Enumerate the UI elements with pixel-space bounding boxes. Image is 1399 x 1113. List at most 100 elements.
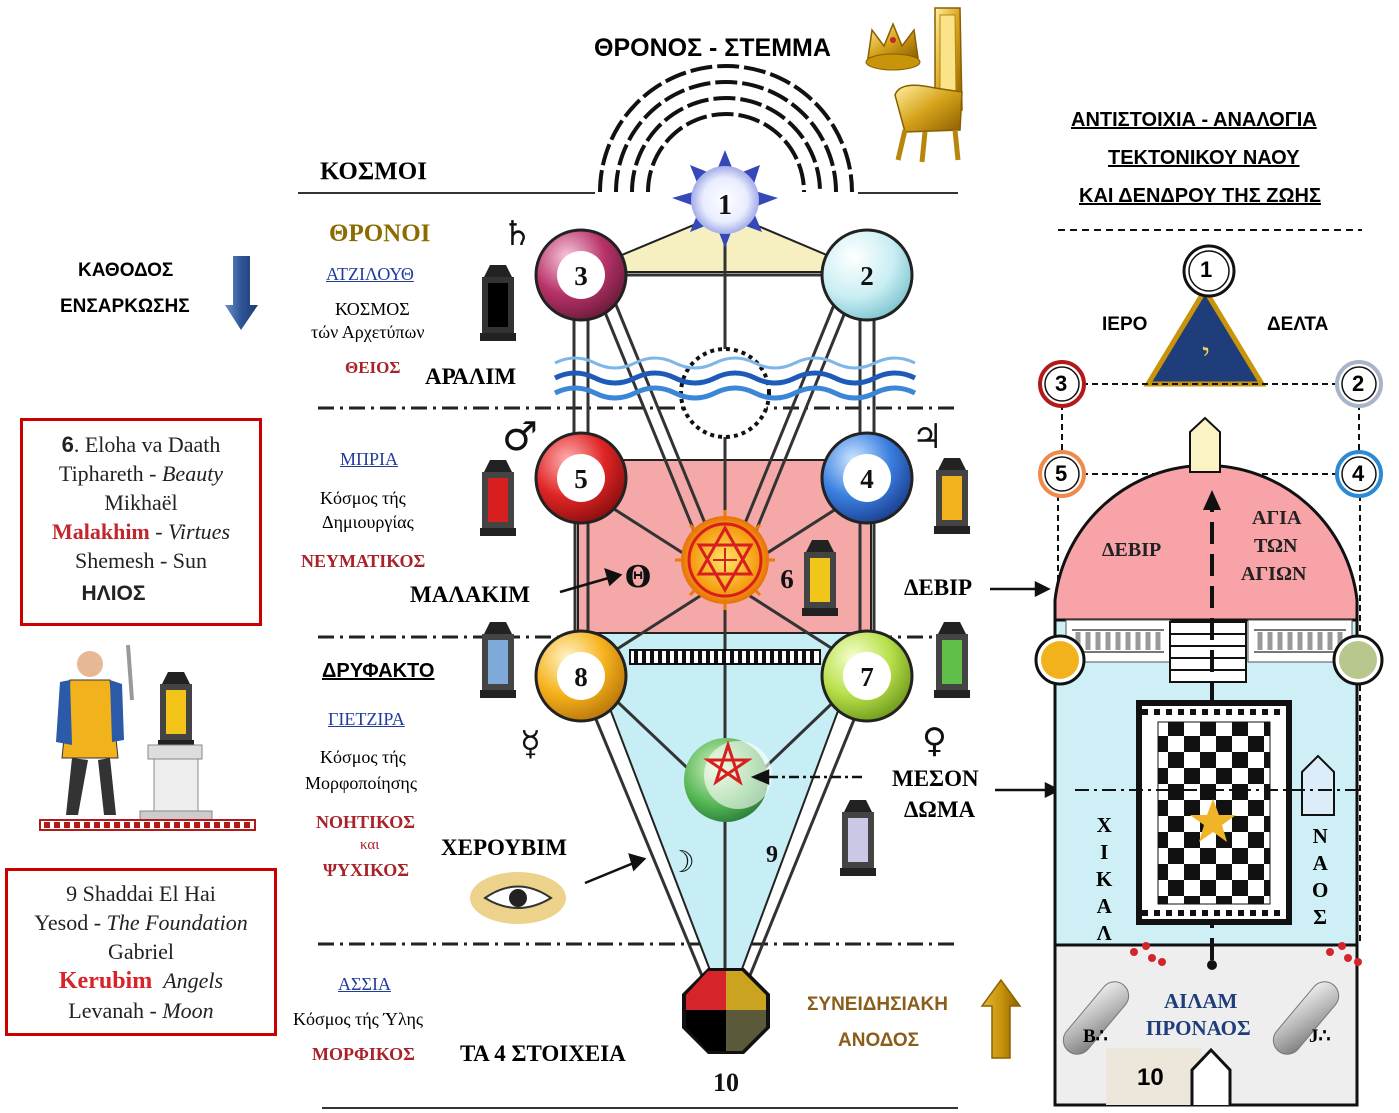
page-title: ΘΡΟΝΟΣ - ΣΤΕΜΜΑ bbox=[594, 34, 831, 62]
label-malakim: ΜΑΛΑΚΙΜ bbox=[410, 582, 530, 607]
svg-text:10: 10 bbox=[713, 1068, 739, 1097]
lantern-icon bbox=[802, 540, 838, 616]
svg-text:6: 6 bbox=[780, 564, 794, 594]
label-kai: και bbox=[360, 837, 380, 853]
label-formation-1: Κόσμος τής bbox=[320, 747, 406, 767]
label-pneumatikos: ΝΕΥΜΑΤΙΚΟΣ bbox=[301, 551, 426, 571]
svg-text:5: 5 bbox=[574, 464, 588, 494]
sephira-7: 7 bbox=[820, 629, 914, 723]
eye-icon bbox=[470, 872, 566, 924]
label-meson-2: ΔΩΜΑ bbox=[904, 797, 976, 822]
label-iero: ΙΕΡΟ bbox=[1102, 314, 1148, 335]
lantern-icon bbox=[480, 460, 516, 536]
lantern-icon bbox=[934, 622, 970, 698]
pointer-arrows bbox=[559, 568, 1061, 885]
label-creation-1: Κόσμος τής bbox=[320, 488, 406, 508]
label-boaz: B∴ bbox=[1083, 1026, 1108, 1047]
sephira-8: 8 bbox=[534, 629, 628, 723]
label-ten: 10 bbox=[1137, 1064, 1164, 1091]
venus-icon: ♀ bbox=[922, 721, 947, 761]
label-creation-2: Δημιουργίας bbox=[322, 512, 414, 532]
label-ailam: ΑΙΛΑΜ bbox=[1164, 989, 1238, 1013]
panel-title-line-2: ΤΕΚΤΟΝΙΚΟΥ ΝΑΟΥ bbox=[1108, 147, 1300, 169]
saturn-icon: ♄ bbox=[502, 214, 532, 254]
label-agia-2: ΤΩΝ bbox=[1254, 535, 1298, 557]
ascent-label-1: ΣΥΝΕΙΔΗΣΙΑΚΗ bbox=[807, 994, 948, 1015]
sephira-9: 9 bbox=[684, 738, 778, 868]
dryfakto-grille bbox=[629, 649, 821, 665]
label-kosmos-2: τών Αρχετύπων bbox=[311, 322, 425, 342]
checkerboard-icon bbox=[1136, 700, 1292, 925]
svg-text:3: 3 bbox=[574, 261, 588, 291]
sephira-1: 1 bbox=[672, 150, 778, 248]
label-morfikos: ΜΟΡΦΙΚΟΣ bbox=[312, 1044, 415, 1064]
sephira-1-number: 1 bbox=[718, 190, 732, 221]
label-atziluth: ΑΤΖΙΛΟΥΘ bbox=[326, 264, 414, 284]
mars-icon: ♂ bbox=[502, 414, 538, 460]
label-theios: ΘΕΙΟΣ bbox=[345, 358, 401, 377]
label-thronoi: ΘΡΟΝΟΙ bbox=[329, 220, 431, 247]
label-psychikos: ΨΥΧΙΚΟΣ bbox=[323, 860, 410, 880]
temple-circle-3 bbox=[1038, 360, 1086, 408]
side-door bbox=[1301, 754, 1335, 816]
crown-icon bbox=[865, 22, 921, 71]
temple-circle-2-number: 2 bbox=[1352, 371, 1365, 396]
svg-text:2: 2 bbox=[860, 261, 874, 291]
label-jachin: J∴ bbox=[1309, 1026, 1331, 1047]
balustrade-right bbox=[1247, 619, 1353, 663]
svg-text:4: 4 bbox=[860, 464, 874, 494]
svg-text:7: 7 bbox=[860, 662, 874, 692]
sephira-5: 5 bbox=[534, 431, 628, 525]
label-elements: ΤΑ 4 ΣΤΟΙΧΕΙΑ bbox=[460, 1041, 626, 1066]
temple-circle-7 bbox=[1332, 634, 1384, 686]
lantern-icon bbox=[840, 800, 876, 876]
label-assiah: ΑΣΣΙΑ bbox=[338, 974, 391, 994]
lantern-icon bbox=[480, 265, 516, 341]
temple-circle-5-number: 5 bbox=[1055, 461, 1068, 486]
sun-icon: Θ bbox=[625, 560, 651, 595]
label-aralim: ΑΡΑΛΙΜ bbox=[425, 364, 517, 389]
label-cherubim: ΧΕΡΟΥΒΙΜ bbox=[441, 835, 567, 860]
label-kosmos-1: ΚΟΣΜΟΣ bbox=[335, 299, 410, 319]
svg-text:8: 8 bbox=[574, 662, 588, 692]
halo-arcs bbox=[598, 64, 854, 193]
descent-label-1: ΚΑΘΟΔΟΣ bbox=[78, 260, 174, 281]
temple-circle-3-number: 3 bbox=[1055, 371, 1068, 396]
descent-arrow bbox=[225, 256, 258, 330]
label-agia-3: ΑΓΙΩΝ bbox=[1241, 563, 1307, 585]
label-delta: ΔΕΛΤΑ bbox=[1267, 314, 1329, 335]
temple-circle-4-number: 4 bbox=[1352, 461, 1365, 486]
yod-glyph: י bbox=[1202, 337, 1210, 372]
lantern-icon bbox=[480, 622, 516, 698]
knight-figure bbox=[56, 644, 134, 815]
descent-label-2: ΕΝΣΑΡΚΩΣΗΣ bbox=[60, 296, 190, 317]
tiphareth-box: 6. Eloha va Daath Tiphareth - Beauty Mik… bbox=[20, 418, 262, 626]
label-yetzirah: ΓΙΕΤΖΙΡΑ bbox=[328, 709, 405, 729]
lantern-icon bbox=[158, 672, 194, 748]
mercury-icon: ☿ bbox=[520, 724, 541, 764]
temple-circle-1-number: 1 bbox=[1200, 257, 1213, 282]
temple-circle-1 bbox=[1182, 244, 1236, 298]
star-of-david-icon bbox=[687, 522, 763, 598]
ascent-arrow bbox=[980, 978, 1022, 1059]
panel-title-line-3: ΚΑΙ ΔΕΝΔΡΟΥ ΤΗΣ ΖΩΗΣ bbox=[1079, 185, 1321, 207]
lantern-icon bbox=[934, 458, 970, 534]
jupiter-icon: ♃ bbox=[912, 417, 942, 457]
pillar-icon bbox=[1272, 942, 1362, 1055]
front-door bbox=[1190, 1047, 1232, 1105]
ark-icon bbox=[1189, 416, 1221, 473]
label-matter: Κόσμος τής Ύλης bbox=[293, 1009, 424, 1029]
pedestal bbox=[139, 744, 213, 822]
ten-panel bbox=[1106, 1048, 1202, 1105]
label-formation-2: Μορφοποίησης bbox=[305, 773, 417, 793]
label-devir-pointer: ΔΕΒΙΡ bbox=[904, 575, 973, 600]
pillar-icon bbox=[1062, 942, 1166, 1055]
label-pronaos: ΠΡΟΝΑΟΣ bbox=[1146, 1016, 1251, 1040]
pentagram-icon bbox=[703, 740, 753, 786]
throne-icon bbox=[894, 7, 963, 163]
label-devir: ΔΕΒΙΡ bbox=[1102, 539, 1162, 561]
waves-icon bbox=[553, 356, 917, 401]
